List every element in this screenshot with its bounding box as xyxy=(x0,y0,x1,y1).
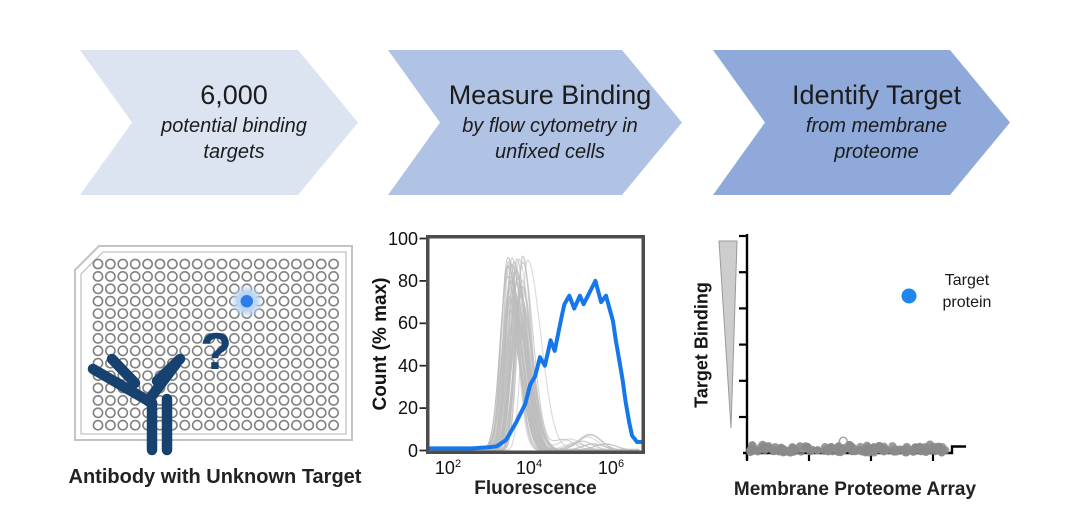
target-protein-dot xyxy=(901,288,917,304)
legend-target-protein-label: Target protein xyxy=(942,272,992,311)
step-1-title: 6,000 xyxy=(200,80,268,111)
mpa-axis-ticks xyxy=(739,234,935,461)
step-2-subtitle: by flow cytometry in unfixed cells xyxy=(462,115,638,163)
highlighted-well-dot xyxy=(240,295,253,308)
step-2-title: Measure Binding xyxy=(448,80,652,111)
mpa-x-axis-label: Membrane Proteome Array xyxy=(733,479,977,500)
well-grid xyxy=(92,258,339,431)
flow-y-tick-label: 0 xyxy=(407,441,418,461)
flow-x-tick-label: 106 xyxy=(597,458,625,478)
flow-y-tick-label: 100 xyxy=(387,229,418,249)
step-3-subtitle: from membrane proteome xyxy=(805,115,948,163)
plate-outline-inner xyxy=(80,251,347,435)
workflow-step-3-chevron: Identify Target from membrane proteome xyxy=(713,50,1010,195)
flow-x-tick-label: 102 xyxy=(434,458,462,478)
antibody-icon xyxy=(87,353,186,456)
step-1-subtitle: potential binding targets xyxy=(161,115,307,163)
mpa-scatter-plot xyxy=(718,234,966,461)
flow-y-tick-label: 80 xyxy=(397,271,418,291)
flow-target-curve xyxy=(427,278,644,451)
flow-y-tick-label: 20 xyxy=(397,398,418,418)
flow-y-axis-label: Count (% max) xyxy=(370,277,391,411)
step-3-title: Identify Target xyxy=(791,80,962,111)
flow-cytometry-plot xyxy=(419,235,645,454)
flow-x-tick-label: 104 xyxy=(515,458,543,478)
flow-x-axis-label: Fluorescence xyxy=(474,478,597,499)
open-outlier-point xyxy=(838,436,848,446)
binding-gradient-wedge-icon xyxy=(718,240,738,429)
question-mark: ? xyxy=(200,323,232,381)
flow-plot-frame xyxy=(426,235,645,454)
flow-y-tick-label: 40 xyxy=(397,356,418,376)
mpa-y-axis-label: Target Binding xyxy=(691,282,712,408)
plate-caption: Antibody with Unknown Target xyxy=(68,466,362,488)
flow-y-tick-label: 60 xyxy=(397,313,418,333)
flow-histogram-curves xyxy=(427,255,644,451)
microplate-graphic: ? xyxy=(74,245,353,456)
mpa-data-points xyxy=(746,288,950,457)
workflow-step-1-chevron: 6,000 potential binding targets xyxy=(80,50,358,195)
mpa-x-axis xyxy=(743,445,966,455)
workflow-step-2-chevron: Measure Binding by flow cytometry in unf… xyxy=(388,50,682,195)
